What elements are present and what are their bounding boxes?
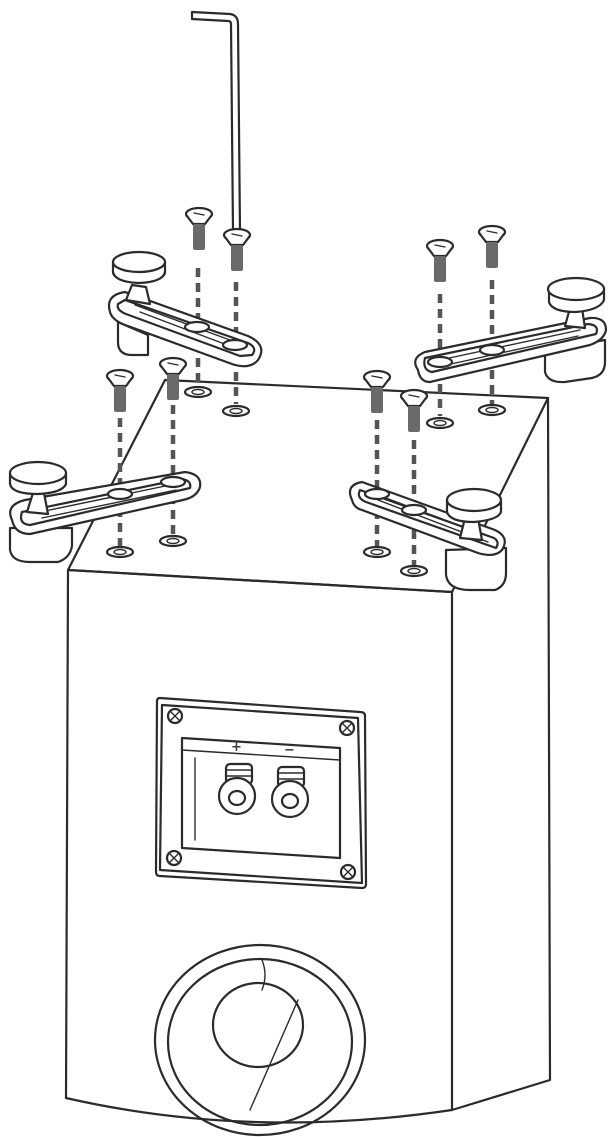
screws (105, 206, 507, 432)
outrigger-foot-back-left (107, 250, 263, 368)
outrigger-foot-back-right (414, 276, 608, 384)
screw-icon (222, 227, 252, 271)
bass-port (153, 943, 367, 1137)
outrigger-foot-front-left (8, 460, 202, 564)
mounting-holes (105, 385, 507, 578)
screw-icon (477, 224, 507, 268)
screw-icon (184, 206, 214, 250)
binding-post-plus-icon (217, 762, 257, 816)
minus-label: − (284, 743, 295, 758)
hex-key-icon (190, 10, 242, 234)
screw-icon (399, 388, 429, 432)
terminal-plate: + − (154, 696, 368, 890)
binding-post-minus-icon (270, 765, 310, 819)
outrigger-foot-front-right (348, 480, 508, 592)
plus-label: + (231, 740, 242, 755)
screw-icon (425, 238, 455, 282)
speaker-cabinet (64, 378, 552, 1124)
alignment-lines (117, 268, 495, 565)
screw-icon (158, 356, 188, 400)
screw-icon (105, 368, 135, 412)
plate-screw-icon (165, 707, 357, 881)
screw-icon (362, 369, 392, 413)
